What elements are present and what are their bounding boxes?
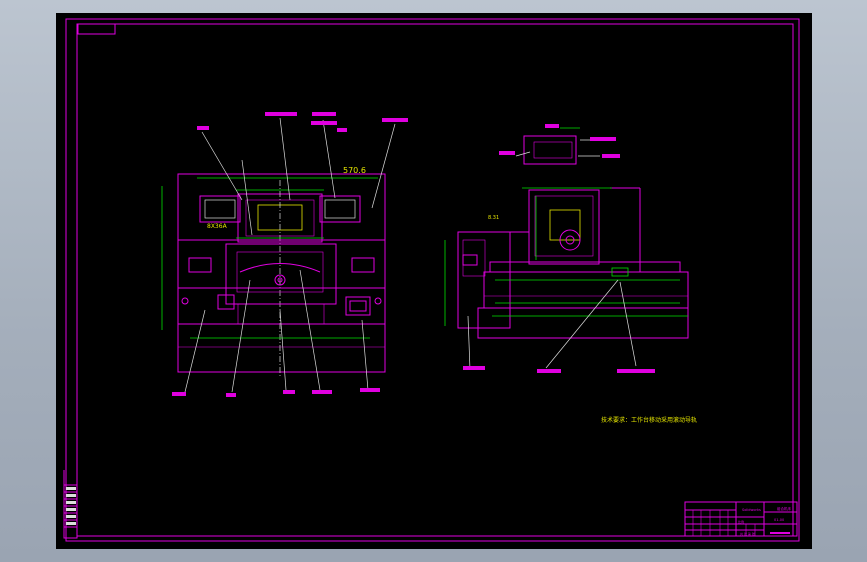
front-view-leaders [184,117,396,393]
title-block [684,501,798,537]
corner-box [77,23,116,35]
side-view-labels [463,124,655,373]
title-block-scale: 比例 [738,519,744,524]
callout-8x36a: 8X36A [207,223,228,230]
dimension-570: 570.6 [343,166,366,175]
title-block-drawing-no: 01-00 [774,518,784,522]
front-view-labels [172,112,408,397]
title-block-sheet: 共 张 第 张 [740,531,755,536]
side-view-leaders [467,139,637,371]
binding-strip-table [63,470,78,539]
title-block-marks [770,532,790,534]
technical-requirements-note: 技术要求：工作台移动采用滚动导轨 [601,416,697,424]
title-block-company: Solidworks [742,508,761,512]
inner-frame [76,23,794,537]
title-block-drawing-name: 组合机床 [777,506,791,511]
front-view [161,173,386,378]
outer-frame [65,18,800,542]
callout-8-31: 8.31 [488,215,499,221]
side-view [444,127,689,339]
drawing-sheet[interactable] [56,13,812,549]
